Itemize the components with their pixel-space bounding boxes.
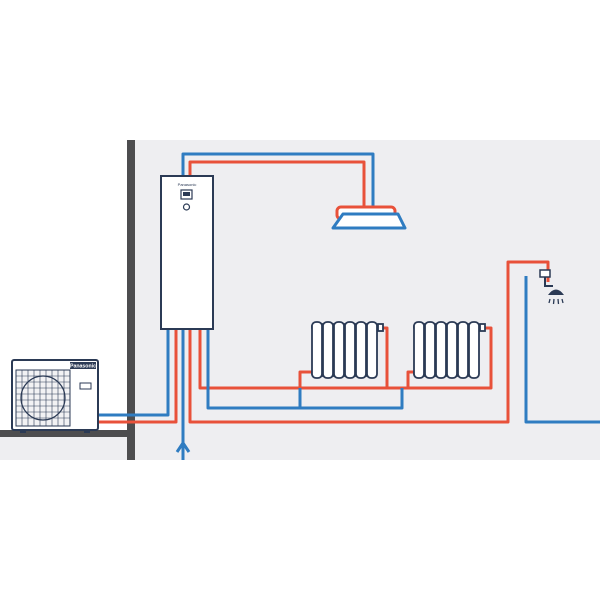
outdoor-unit-fan xyxy=(20,375,66,421)
cold-pipe-outdoor-link xyxy=(97,330,170,417)
control-knob xyxy=(182,203,191,211)
house-wall xyxy=(127,140,135,460)
outdoor-unit-foot-left xyxy=(20,430,26,433)
cold-pipe-radiator-return xyxy=(206,330,404,410)
hot-pipe-outdoor-link xyxy=(97,330,178,424)
radiator-1 xyxy=(311,321,384,379)
hot-pipe-radiator-1 xyxy=(298,370,312,388)
hot-pipe-shower xyxy=(188,260,550,424)
ceiling-fan-coil xyxy=(331,205,407,230)
outdoor-unit-label xyxy=(79,382,92,390)
water-inlet-arrow xyxy=(175,441,191,453)
control-panel-screen xyxy=(183,192,190,196)
cold-pipe-fan-coil xyxy=(181,152,375,207)
hot-pipe-fan-coil xyxy=(188,160,366,207)
shower-valve xyxy=(539,269,551,278)
outside-ground xyxy=(0,436,133,460)
shower-head-icon xyxy=(539,269,564,305)
outdoor-unit: Panasonic xyxy=(11,359,99,433)
indoor-unit: Panasonic xyxy=(160,175,214,330)
hot-pipe-radiator-2 xyxy=(300,370,414,390)
outdoor-unit-brand: Panasonic xyxy=(70,364,96,370)
shower-rose xyxy=(548,289,564,295)
outdoor-unit-brand-plate xyxy=(70,362,96,369)
fan-coil-body xyxy=(331,212,407,230)
shower-arm xyxy=(544,277,553,287)
outdoor-unit-grille xyxy=(15,369,71,427)
ground-slab xyxy=(0,430,133,437)
cold-pipe-shower-return xyxy=(524,276,600,424)
outdoor-unit-foot-right xyxy=(84,430,90,433)
indoor-unit-brand: Panasonic xyxy=(178,182,197,187)
hot-pipe-radiator-flow xyxy=(198,330,300,390)
radiator-2 xyxy=(413,321,486,379)
radiator-valve xyxy=(479,323,486,332)
indoor-unit-body xyxy=(160,175,214,330)
radiator-valve xyxy=(377,323,384,332)
water-drops xyxy=(548,298,564,305)
